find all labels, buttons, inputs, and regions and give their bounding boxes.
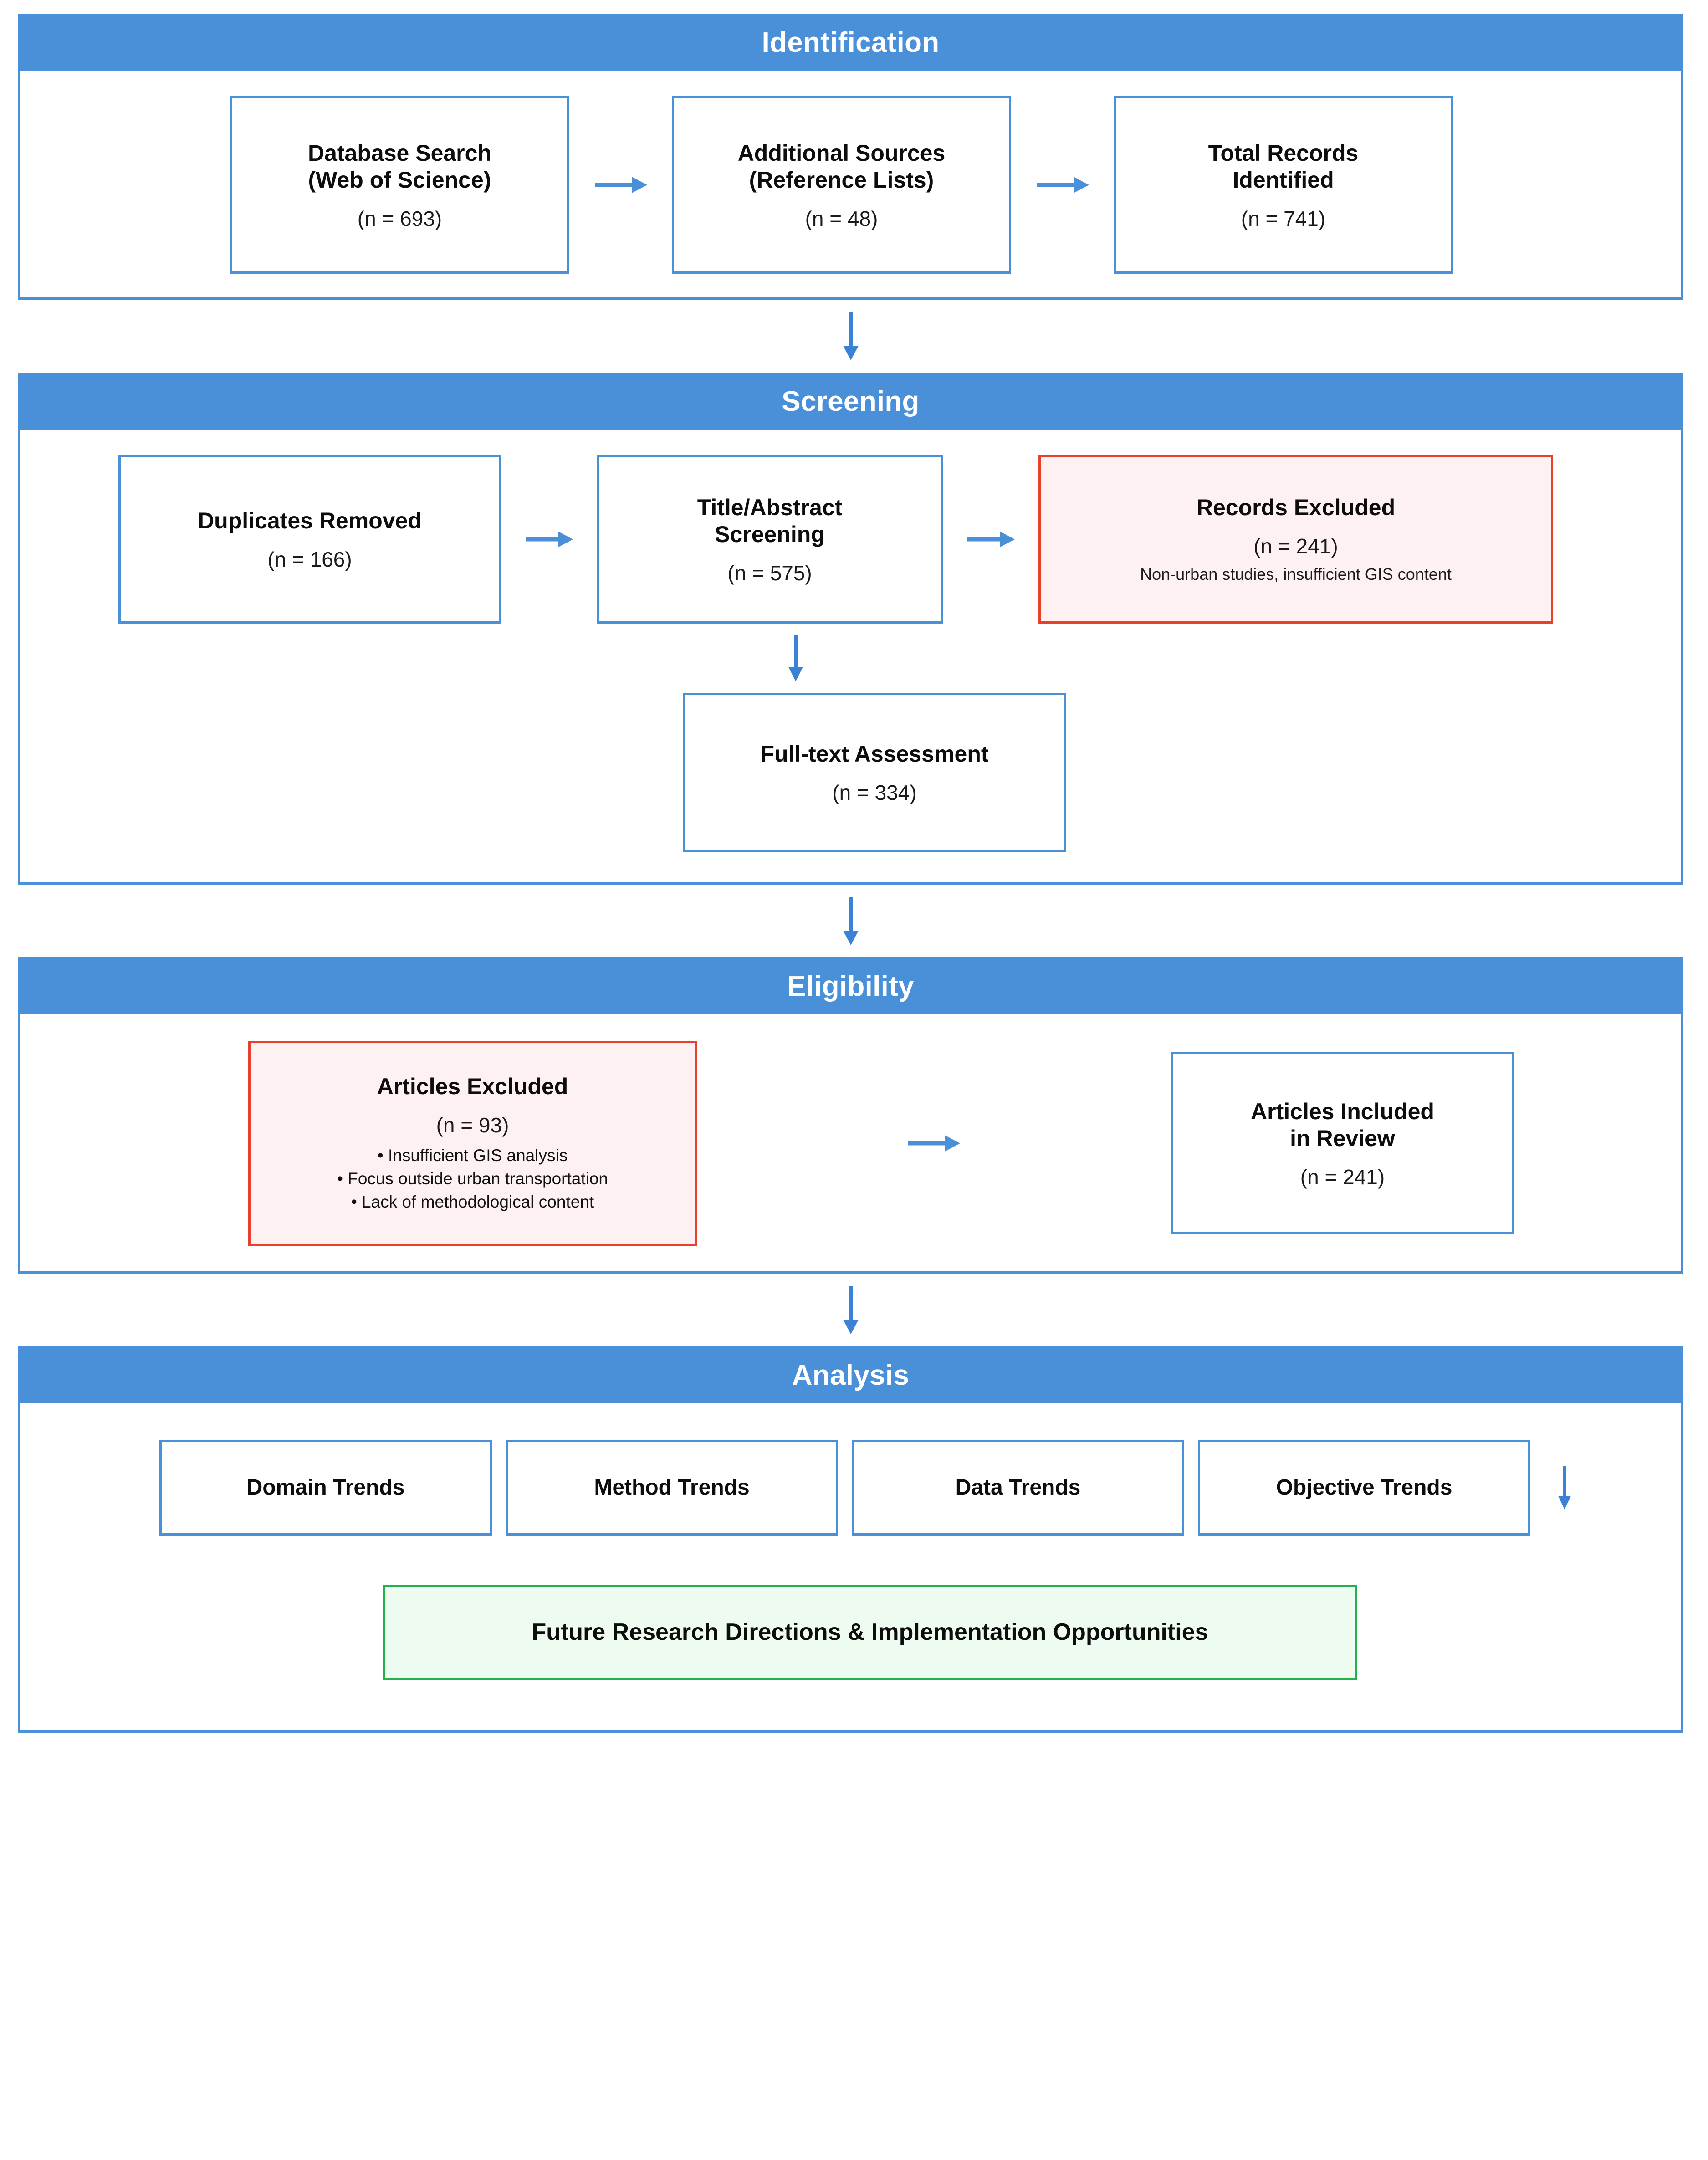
screening-row-bottom: Full-text Assessment (n = 334) <box>20 693 1681 882</box>
node-title-abstract-screening-count: (n = 575) <box>727 561 812 585</box>
node-articles-included-title: Articles Included in Review <box>1251 1098 1434 1152</box>
section-body-screening: Duplicates Removed (n = 166) Title/Abstr… <box>20 430 1681 882</box>
arrow-right-icon-eligibility <box>697 1133 1171 1154</box>
section-body-analysis: Domain Trends Method Trends Data Trends … <box>20 1403 1681 1730</box>
arrow-right-icon-screen-1 <box>501 529 597 549</box>
node-method-trends[interactable]: Method Trends <box>506 1440 838 1536</box>
node-records-excluded-count: (n = 241) <box>1253 534 1338 558</box>
node-database-search-title: Database Search (Web of Science) <box>308 140 491 194</box>
node-future-research-directions[interactable]: Future Research Directions & Implementat… <box>383 1585 1357 1680</box>
node-future-research-directions-label: Future Research Directions & Implementat… <box>532 1619 1208 1646</box>
node-articles-included-line2: in Review <box>1290 1125 1395 1151</box>
list-item: • Focus outside urban transportation <box>337 1169 609 1188</box>
section-header-identification: Identification <box>20 16 1681 71</box>
list-item: • Lack of methodological content <box>351 1193 594 1212</box>
connector-eligibility-to-analysis <box>18 1274 1683 1346</box>
node-records-excluded[interactable]: Records Excluded (n = 241) Non-urban stu… <box>1038 455 1553 624</box>
node-title-abstract-screening-title: Title/Abstract Screening <box>697 494 843 548</box>
node-duplicates-removed[interactable]: Duplicates Removed (n = 166) <box>118 455 501 624</box>
node-duplicates-removed-title: Duplicates Removed <box>198 508 422 534</box>
node-records-excluded-note: Non-urban studies, insufficient GIS cont… <box>1140 565 1452 584</box>
node-full-text-assessment-title: Full-text Assessment <box>760 741 989 767</box>
node-total-records-line1: Total Records <box>1208 140 1359 166</box>
node-records-excluded-title: Records Excluded <box>1196 494 1396 520</box>
analysis-trends-row: Domain Trends Method Trends Data Trends … <box>20 1403 1681 1536</box>
arrow-down-icon-analysis <box>1530 1465 1599 1510</box>
node-data-trends[interactable]: Data Trends <box>852 1440 1184 1536</box>
node-additional-sources-count: (n = 48) <box>805 206 878 230</box>
arrow-down-icon <box>843 312 859 360</box>
node-total-records[interactable]: Total Records Identified (n = 741) <box>1114 96 1453 274</box>
node-total-records-line2: Identified <box>1232 167 1334 193</box>
node-additional-sources-line1: Additional Sources <box>737 140 946 166</box>
node-objective-trends[interactable]: Objective Trends <box>1198 1440 1530 1536</box>
node-database-search[interactable]: Database Search (Web of Science) (n = 69… <box>230 96 569 274</box>
node-title-abstract-line2: Screening <box>715 521 825 547</box>
identification-row: Database Search (Web of Science) (n = 69… <box>20 71 1681 297</box>
node-articles-excluded-bullets: • Insufficient GIS analysis • Focus outs… <box>337 1144 608 1213</box>
node-articles-included-count: (n = 241) <box>1300 1165 1385 1189</box>
node-title-abstract-screening[interactable]: Title/Abstract Screening (n = 575) <box>597 455 943 624</box>
arrow-right-icon-screen-2 <box>943 529 1038 549</box>
node-articles-included[interactable]: Articles Included in Review (n = 241) <box>1171 1052 1514 1234</box>
node-database-search-line2: (Web of Science) <box>308 167 491 193</box>
node-total-records-title: Total Records Identified <box>1208 140 1359 194</box>
node-articles-excluded[interactable]: Articles Excluded (n = 93) • Insufficien… <box>248 1041 697 1246</box>
section-identification: Identification Database Search (Web of S… <box>18 14 1683 300</box>
node-additional-sources-line2: (Reference Lists) <box>749 167 934 193</box>
section-header-analysis: Analysis <box>20 1349 1681 1403</box>
section-header-screening: Screening <box>20 375 1681 430</box>
arrow-down-icon <box>788 635 803 681</box>
node-duplicates-removed-count: (n = 166) <box>267 548 352 572</box>
node-additional-sources[interactable]: Additional Sources (Reference Lists) (n … <box>672 96 1011 274</box>
node-additional-sources-title: Additional Sources (Reference Lists) <box>738 140 946 194</box>
connector-screening-to-eligibility <box>18 885 1683 957</box>
arrow-down-icon <box>843 1286 859 1334</box>
node-title-abstract-line1: Title/Abstract <box>697 494 843 520</box>
node-method-trends-label: Method Trends <box>594 1475 750 1500</box>
node-articles-included-line1: Articles Included <box>1251 1098 1434 1124</box>
section-body-identification: Database Search (Web of Science) (n = 69… <box>20 71 1681 297</box>
eligibility-row: Articles Excluded (n = 93) • Insufficien… <box>20 1014 1681 1271</box>
node-objective-trends-label: Objective Trends <box>1276 1475 1452 1500</box>
node-data-trends-label: Data Trends <box>955 1475 1081 1500</box>
node-database-search-line1: Database Search <box>307 140 491 166</box>
node-full-text-assessment-count: (n = 334) <box>832 781 917 805</box>
arrow-down-icon <box>843 897 859 945</box>
node-articles-excluded-title: Articles Excluded <box>377 1073 568 1099</box>
node-domain-trends[interactable]: Domain Trends <box>159 1440 492 1536</box>
arrow-right-icon-ident-1 <box>569 174 672 195</box>
arrow-right-icon-ident-2 <box>1011 174 1114 195</box>
section-header-eligibility: Eligibility <box>20 960 1681 1014</box>
node-total-records-count: (n = 741) <box>1241 206 1326 230</box>
screening-row-top: Duplicates Removed (n = 166) Title/Abstr… <box>20 430 1681 624</box>
section-analysis: Analysis Domain Trends Method Trends Dat… <box>18 1346 1683 1733</box>
connector-screening-internal <box>20 624 1681 693</box>
section-body-eligibility: Articles Excluded (n = 93) • Insufficien… <box>20 1014 1681 1271</box>
section-eligibility: Eligibility Articles Excluded (n = 93) •… <box>18 957 1683 1274</box>
node-full-text-assessment[interactable]: Full-text Assessment (n = 334) <box>683 693 1066 852</box>
connector-identification-to-screening <box>18 300 1683 373</box>
analysis-future-row: Future Research Directions & Implementat… <box>20 1536 1681 1730</box>
node-database-search-count: (n = 693) <box>357 206 442 230</box>
node-articles-excluded-count: (n = 93) <box>436 1113 509 1137</box>
list-item: • Insufficient GIS analysis <box>377 1146 568 1165</box>
node-domain-trends-label: Domain Trends <box>246 1475 405 1500</box>
section-screening: Screening Duplicates Removed (n = 166) T… <box>18 373 1683 885</box>
